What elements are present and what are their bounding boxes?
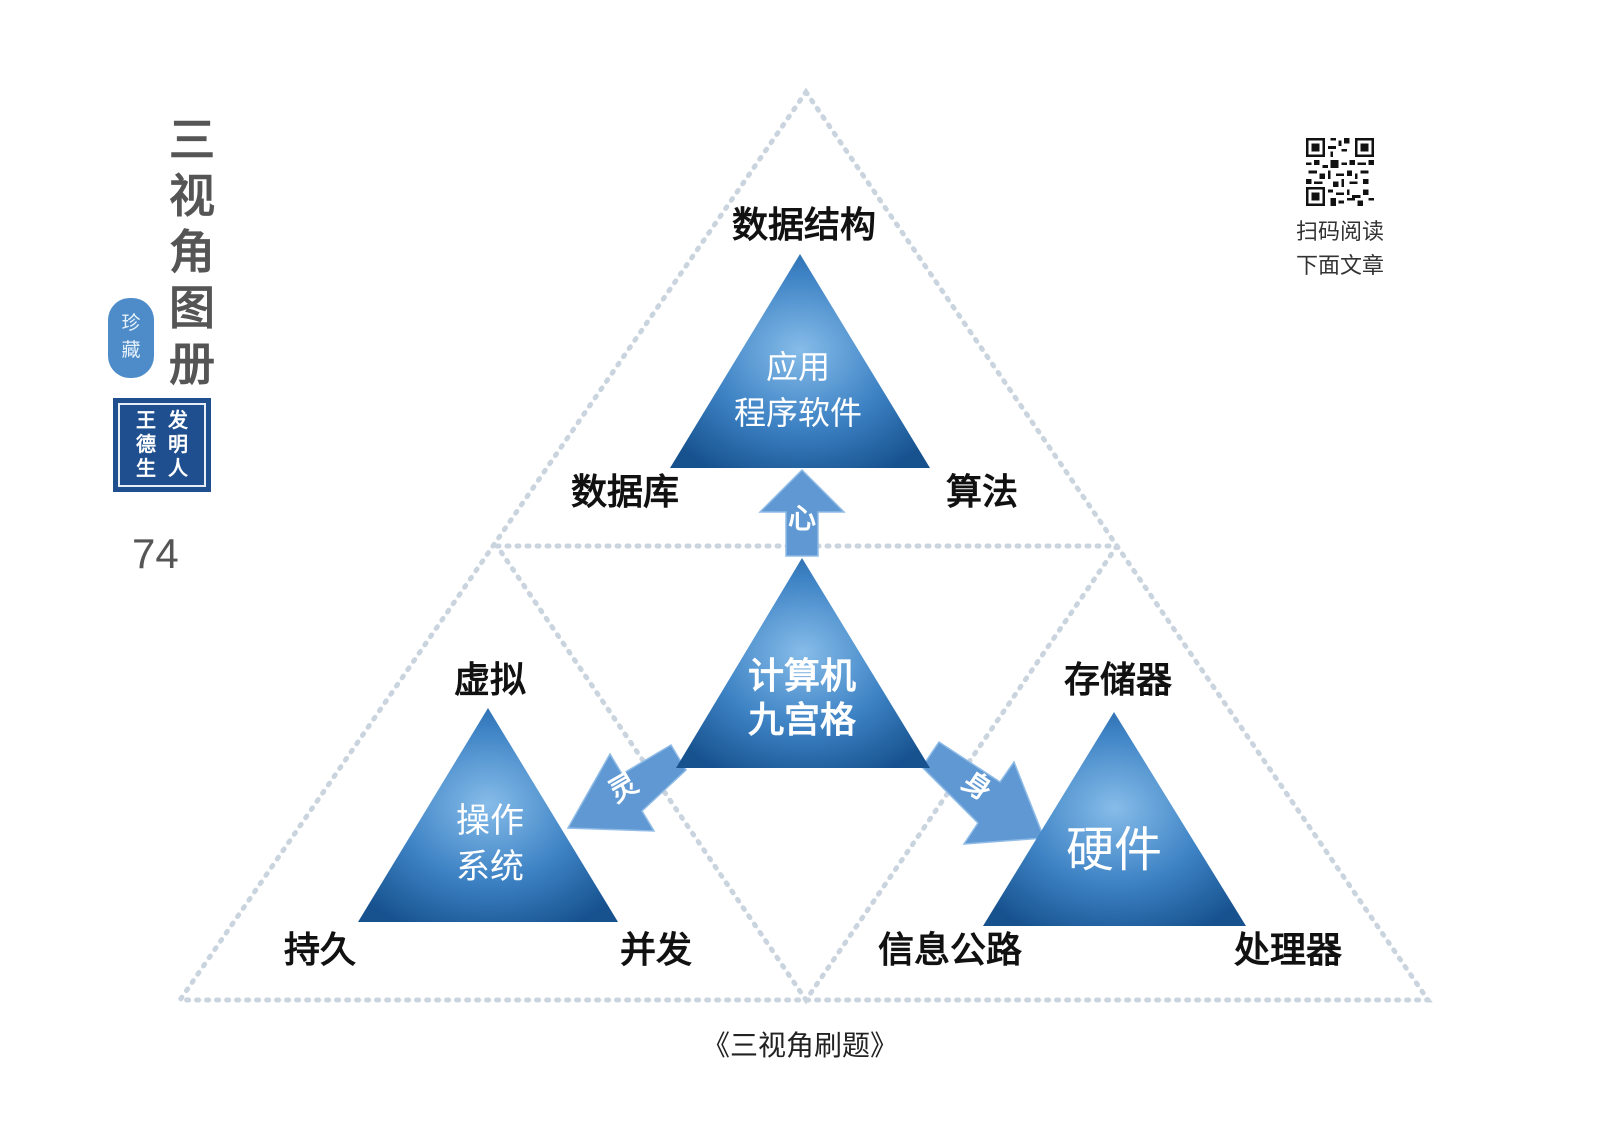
seal-char: 人 bbox=[168, 456, 188, 480]
triangle-center bbox=[676, 558, 930, 768]
side-title-char: 视 bbox=[169, 169, 215, 223]
side-title-char: 角 bbox=[169, 225, 215, 279]
seal-square-frame: 发 明 人 王 德 生 bbox=[118, 403, 206, 487]
center-triangle-line1: 计算机 bbox=[748, 656, 856, 697]
seal-square: 发 明 人 王 德 生 bbox=[113, 398, 211, 492]
seal-round-char: 珍 bbox=[121, 312, 141, 334]
side-title-char: 三 bbox=[169, 113, 215, 167]
seal-char: 王 bbox=[136, 408, 156, 432]
center-triangle-line2: 九宫格 bbox=[748, 700, 857, 741]
arrow-right-shen bbox=[921, 740, 1046, 845]
label-concurrency: 并发 bbox=[620, 930, 692, 971]
left-triangle-line1: 操作 bbox=[456, 801, 524, 841]
seal-round: 珍 藏 bbox=[108, 298, 154, 378]
seal-char: 明 bbox=[168, 432, 188, 456]
seal-char: 德 bbox=[136, 432, 156, 456]
arrow-left-ling bbox=[566, 743, 687, 832]
side-title-char: 册 bbox=[169, 337, 215, 391]
label-memory: 存储器 bbox=[1064, 660, 1173, 701]
triangle-right bbox=[983, 712, 1246, 926]
label-persistence: 持久 bbox=[284, 930, 356, 971]
label-virtual: 虚拟 bbox=[454, 660, 526, 701]
seal-round-char: 藏 bbox=[121, 339, 141, 361]
right-triangle-line1: 硬件 bbox=[1066, 822, 1162, 878]
arrow-up-xin bbox=[758, 468, 846, 557]
triangle-top bbox=[670, 254, 930, 468]
side-title: 三 视 角 图 册 bbox=[164, 112, 220, 392]
seal-char: 发 bbox=[168, 408, 188, 432]
bottom-caption: 《三视角刷题》 bbox=[701, 1029, 898, 1062]
arrow-up-label: 心 bbox=[788, 502, 816, 535]
side-title-char: 图 bbox=[169, 281, 215, 335]
seal-column-left: 王 德 生 bbox=[136, 408, 156, 485]
label-database: 数据库 bbox=[571, 472, 679, 513]
label-algorithm: 算法 bbox=[946, 472, 1018, 513]
triangle-left bbox=[358, 708, 618, 922]
qr-caption-line: 下面文章 bbox=[1295, 254, 1384, 279]
top-triangle-line1: 应用 bbox=[766, 348, 830, 386]
label-data-structure: 数据结构 bbox=[732, 205, 876, 246]
qr-code-icon[interactable] bbox=[1306, 138, 1374, 206]
top-triangle-line2: 程序软件 bbox=[734, 394, 862, 432]
label-bus: 信息公路 bbox=[878, 930, 1023, 971]
left-triangle-line2: 系统 bbox=[456, 847, 524, 887]
page-number: 74 bbox=[132, 530, 179, 577]
label-processor: 处理器 bbox=[1234, 930, 1343, 971]
seal-column-right: 发 明 人 bbox=[168, 408, 188, 485]
qr-caption-line: 扫码阅读 bbox=[1295, 220, 1384, 245]
qr-caption: 扫码阅读 下面文章 bbox=[1280, 216, 1400, 284]
seal-char: 生 bbox=[136, 456, 156, 480]
